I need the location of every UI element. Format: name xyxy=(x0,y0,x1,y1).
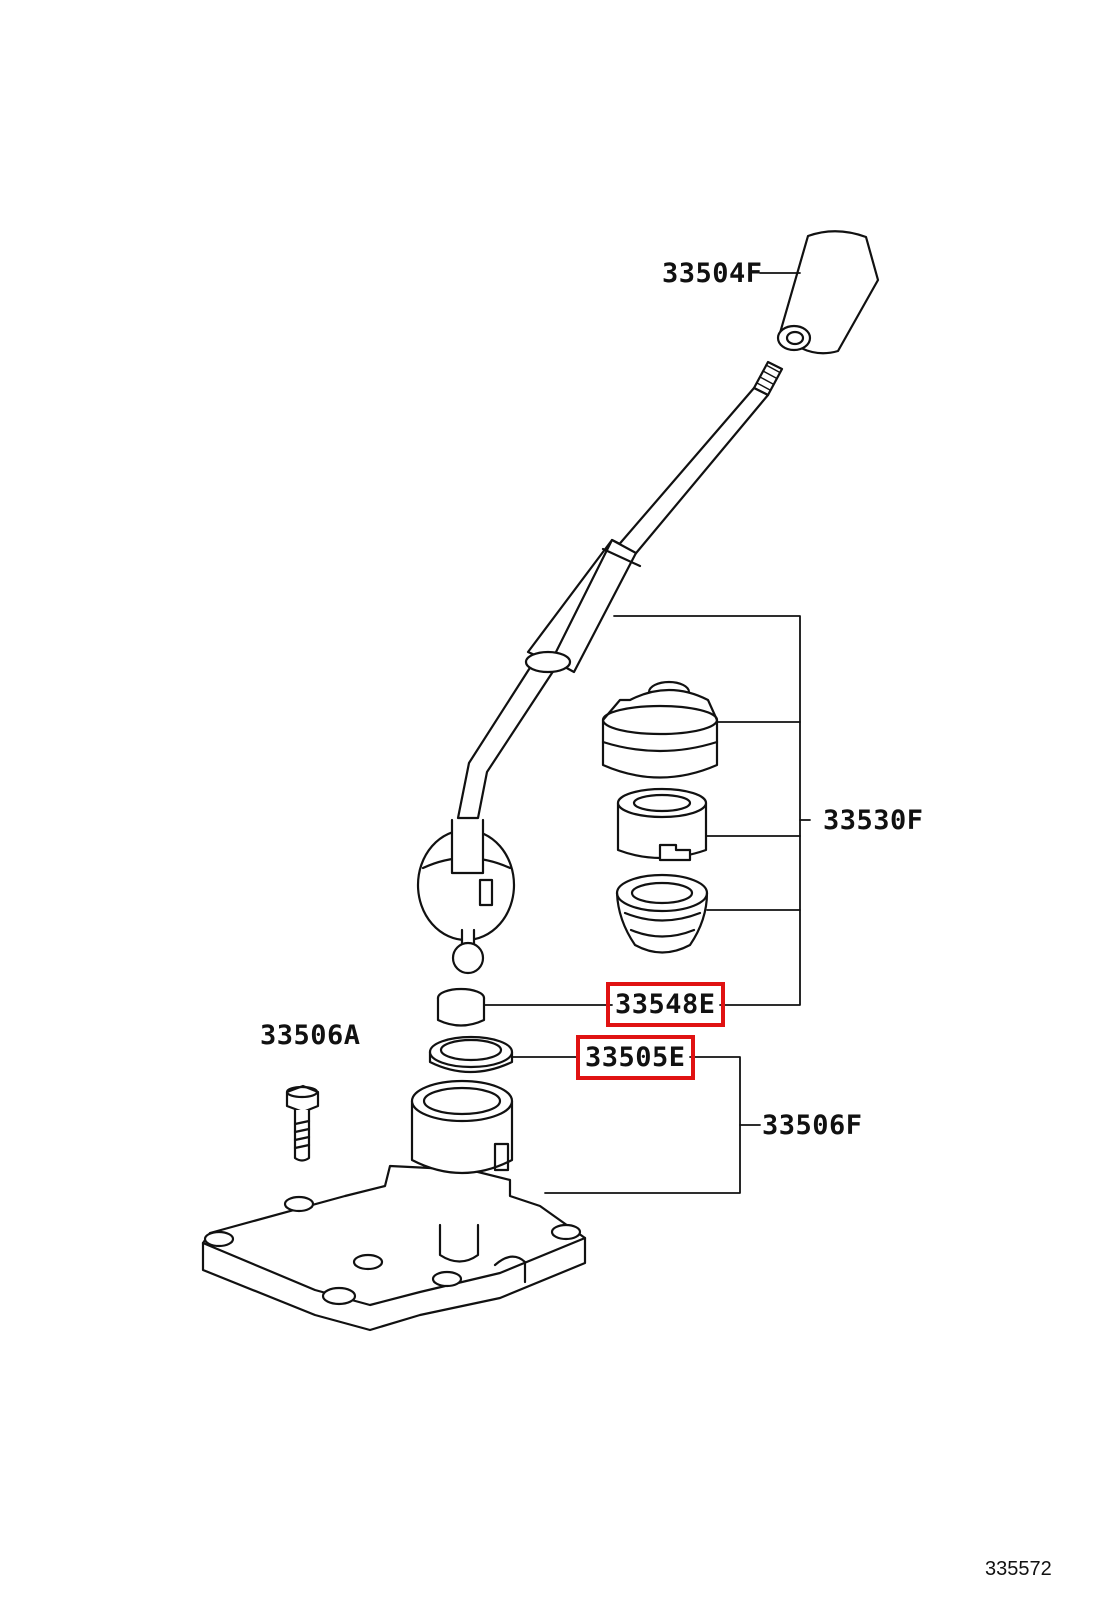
shift-knob xyxy=(776,230,880,355)
bushing-ring xyxy=(616,787,708,862)
callout-knob: 33504F xyxy=(662,258,763,289)
leader-lines xyxy=(484,272,811,1194)
callout-bolt: 33506A xyxy=(260,1020,361,1051)
housing-part xyxy=(201,1079,587,1332)
callout-retainer: 33505E xyxy=(576,1035,695,1080)
retainer-part xyxy=(428,1035,514,1074)
boot-cap xyxy=(601,680,719,779)
seat-part xyxy=(436,987,486,1027)
ball-joint xyxy=(416,818,516,975)
callout-lever-sub-assy: 33530F xyxy=(823,805,924,836)
callout-seat: 33548E xyxy=(606,982,725,1027)
callout-housing: 33506F xyxy=(762,1110,863,1141)
bellows xyxy=(615,873,709,954)
figure-number: 335572 xyxy=(985,1558,1052,1580)
threaded-tip xyxy=(752,360,784,397)
shift-lever-rod xyxy=(456,386,770,820)
bolt-part xyxy=(285,1084,320,1162)
